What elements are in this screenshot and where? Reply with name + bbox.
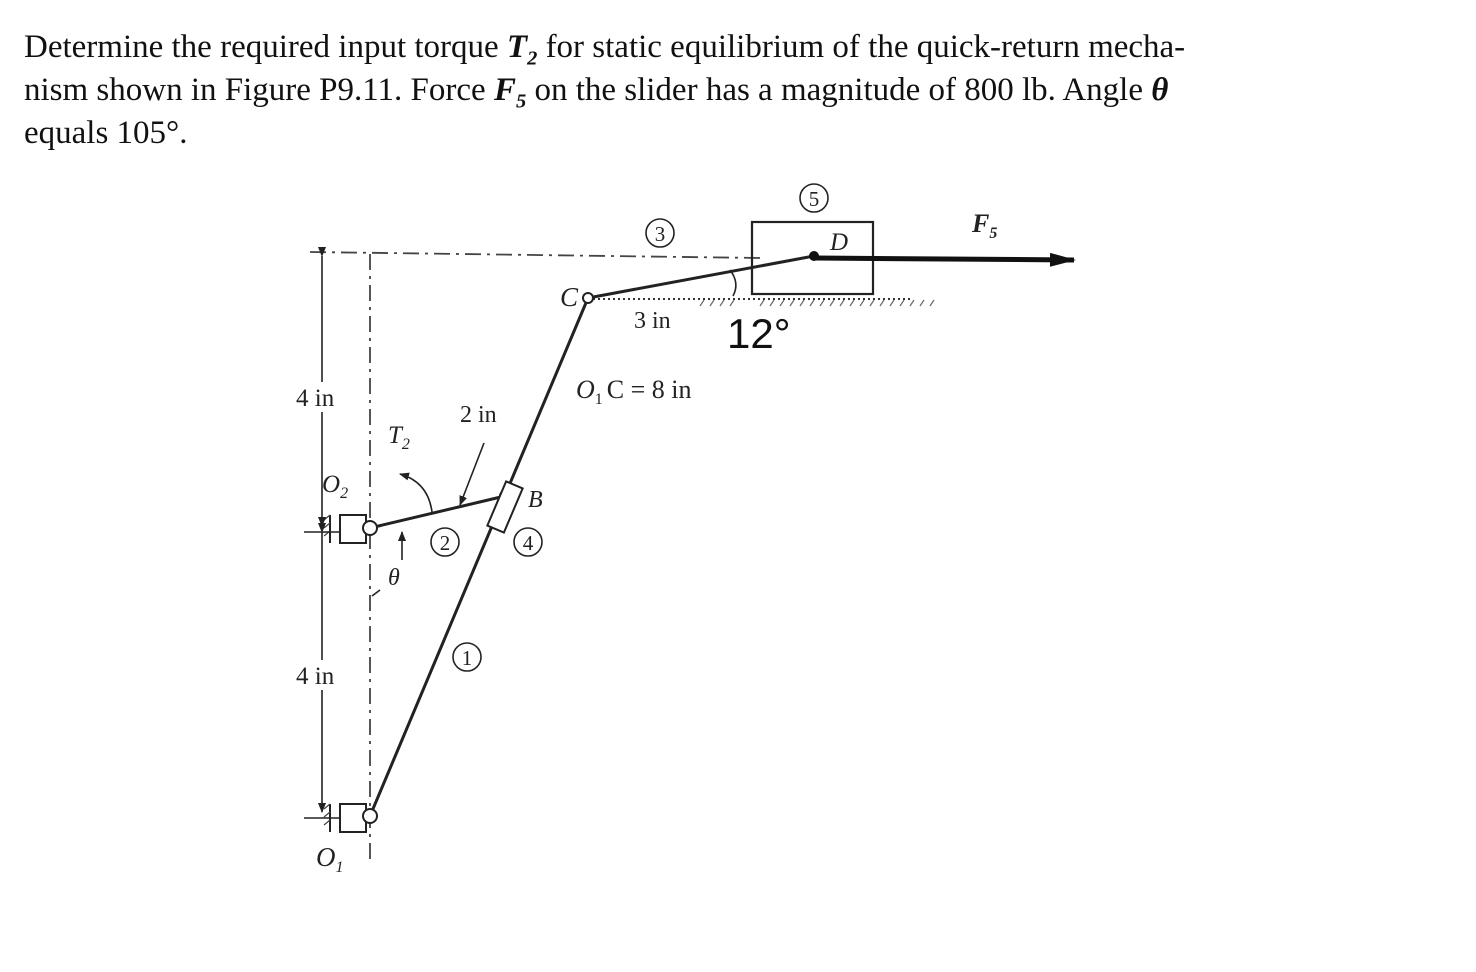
problem-statement: Determine the required input torque T2 f… (24, 26, 1404, 155)
link-number-badge-4: 4 (513, 527, 543, 557)
ground-hatching (699, 299, 935, 307)
torque-t2-arrow (399, 472, 433, 513)
problem-line-3: equals 105°. (24, 115, 188, 151)
force-label-f5: F5 (971, 209, 997, 242)
force-f5-arrow (815, 252, 1076, 267)
link-number-badge-1: 1 (452, 642, 482, 672)
crank-length-label: 2 in (460, 402, 497, 428)
coupler-link-3 (586, 254, 816, 300)
problem-line-2: nism shown in Figure P9.11. Force F5 on … (24, 69, 1404, 112)
ground-pin-o2 (304, 514, 378, 544)
problem-text: for static equilibrium of the quick-retu… (537, 29, 1186, 65)
svg-text:1: 1 (462, 646, 473, 670)
link-number-badge-2: 2 (430, 527, 460, 557)
lower-height-label: 4 in (296, 663, 335, 690)
dimension-label-bg (296, 660, 348, 690)
theta-label: θ (388, 565, 400, 591)
point-label-c: C (560, 282, 579, 312)
ground-pin-o1 (304, 803, 378, 833)
point-label-b: B (528, 487, 543, 513)
problem-line-1: Determine the required input torque T2 f… (24, 26, 1404, 69)
svg-text:5: 5 (809, 187, 820, 211)
slider-block-4 (486, 480, 524, 534)
link-number-badge-3: 3 (645, 218, 675, 248)
theta-symbol: θ (1151, 72, 1169, 108)
force-symbol: F5 (493, 72, 527, 113)
rocker-link-1 (368, 296, 590, 818)
svg-text:3: 3 (655, 222, 666, 246)
point-label-o2: O2 (322, 471, 348, 502)
problem-text: nism shown in Figure P9.11. Force (24, 72, 494, 108)
theta-tick (371, 589, 381, 597)
torque-symbol: T2 (506, 29, 538, 70)
link-number-badge-5: 5 (799, 183, 829, 213)
svg-text:4: 4 (523, 531, 534, 555)
svg-text:2: 2 (440, 531, 451, 555)
pin-c (582, 292, 594, 304)
point-label-o1: O1 (316, 842, 344, 876)
dimension-label-bg (296, 382, 348, 412)
angle-annotation-12deg: 12° (727, 310, 791, 357)
point-label-d: D (829, 229, 848, 256)
problem-text: on the slider has a magnitude of 800 lb.… (526, 72, 1152, 108)
coupler-length-label: 3 in (634, 308, 671, 334)
slider-path-centerline (309, 251, 761, 259)
torque-label-t2: T2 (388, 422, 410, 453)
crank-length-leader (459, 442, 485, 506)
angle-arc (729, 269, 737, 297)
problem-text: Determine the required input torque (24, 29, 507, 65)
crank-link-2 (368, 494, 507, 530)
upper-height-label: 4 in (296, 385, 335, 412)
